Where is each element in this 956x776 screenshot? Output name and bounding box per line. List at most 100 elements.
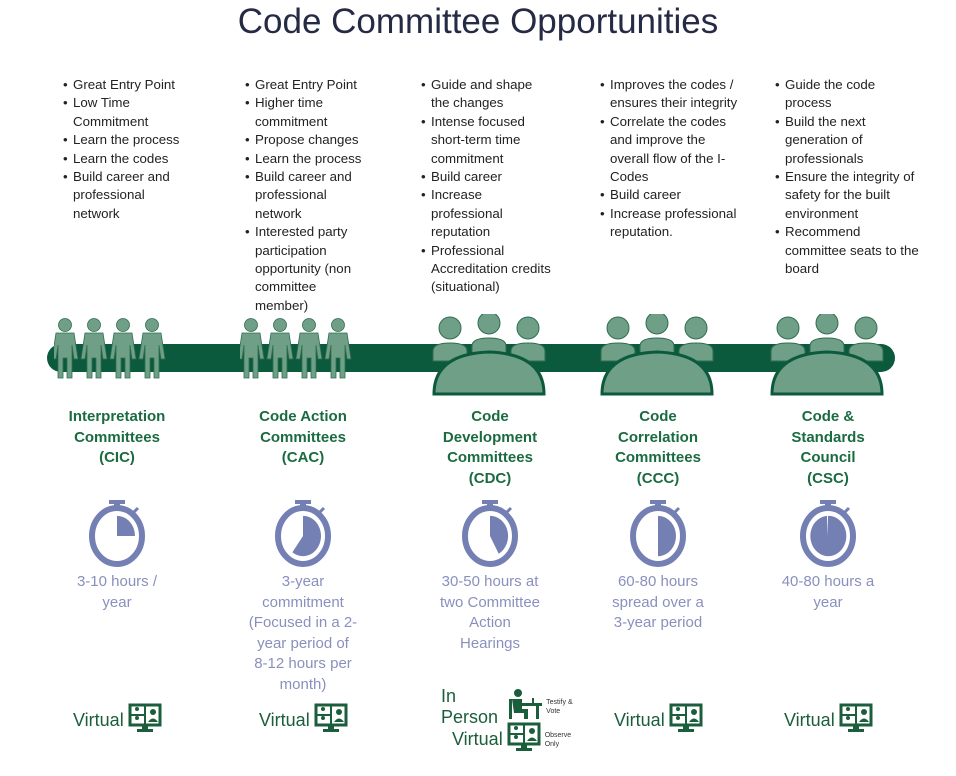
- virtual-meeting-icon: [839, 703, 873, 738]
- page-title: Code Committee Opportunities: [237, 2, 719, 41]
- benefit-item: Recommend committee seats to the board: [775, 223, 920, 278]
- benefits-list: Guide and shape the changesIntense focus…: [421, 76, 551, 297]
- committee-name-line: (CAC): [281, 449, 325, 467]
- stopwatch-icon: [798, 500, 858, 573]
- benefit-item: Propose changes: [245, 131, 373, 150]
- benefit-item: Guide the code process: [775, 76, 920, 113]
- in-person-desk-icon: [508, 688, 543, 726]
- time-commitment: 60-80 hours spread over a 3-year period: [583, 572, 733, 634]
- time-commitment: 40-80 hours a year: [753, 572, 903, 613]
- time-commitment-line: year period of: [257, 634, 349, 652]
- committee-name-line: (CIC): [99, 449, 135, 467]
- participation-mode: In Person Testify & Vote: [441, 686, 574, 728]
- stopwatch-icon: [628, 500, 688, 573]
- mode-label: In Person: [441, 686, 499, 727]
- time-commitment-line: spread over a: [612, 593, 704, 611]
- time-commitment-line: commitment: [262, 593, 344, 611]
- timer-fill: [292, 515, 321, 557]
- benefit-item: Learn the process: [63, 131, 193, 150]
- mode-label: Virtual: [73, 710, 124, 730]
- benefit-item: Professional Accreditation credits (situ…: [421, 242, 551, 297]
- committee-name-line: Code &: [801, 408, 855, 425]
- timer-fill: [117, 515, 135, 536]
- benefit-item: Build career and professional network: [63, 168, 193, 223]
- stopwatch-icon: [87, 500, 147, 573]
- mode-label: Virtual: [259, 710, 310, 730]
- committee-name-line: (CCC): [636, 469, 680, 487]
- virtual-meeting-icon: [669, 703, 703, 738]
- committee-name-line: Code: [471, 408, 509, 425]
- committee-name-line: Correlation: [617, 428, 698, 446]
- time-commitment-line: year: [102, 593, 132, 611]
- committee-name-line: Development: [442, 428, 538, 446]
- benefits-list: Guide the code processBuild the next gen…: [775, 76, 920, 278]
- benefits-list: Improves the codes / ensures their integ…: [600, 76, 740, 242]
- time-commitment-line: 8-12 hours per: [254, 655, 352, 673]
- virtual-meeting-icon: [507, 722, 541, 757]
- virtual-meeting-icon: [314, 703, 348, 738]
- committee-name-line: (CSC): [807, 469, 849, 487]
- stopwatch-icon: [273, 500, 333, 573]
- committee-name-line: Code: [639, 408, 677, 425]
- time-commitment-line: 3-year period: [613, 614, 703, 632]
- benefit-item: Build the next generation of professiona…: [775, 113, 920, 168]
- benefit-item: Great Entry Point: [63, 76, 193, 95]
- virtual-meeting-icon: [128, 703, 162, 738]
- time-commitment-line: 40-80 hours a: [781, 573, 875, 590]
- time-commitment-line: 3-year: [281, 573, 325, 590]
- mode-label: Virtual: [784, 710, 835, 730]
- benefits-list: Great Entry PointLow Time CommitmentLear…: [63, 76, 193, 223]
- benefit-item: Great Entry Point: [245, 76, 373, 95]
- committee-name-line: Standards: [791, 428, 865, 446]
- table-meeting-icon: [600, 311, 716, 401]
- stopwatch-icon: [460, 500, 520, 573]
- time-commitment-line: year: [813, 593, 843, 611]
- participation-mode: Virtual: [73, 703, 162, 738]
- benefit-item: Increase professional reputation.: [600, 205, 740, 242]
- benefit-item: Intense focused short-term time commitme…: [421, 113, 551, 168]
- participation-mode: Virtual: [784, 703, 873, 738]
- committee-name-line: Council: [800, 449, 856, 467]
- benefit-item: Learn the process: [245, 150, 373, 169]
- table-meeting-icon: [432, 311, 548, 401]
- committee-name-line: (CDC): [468, 469, 512, 487]
- time-commitment-line: 60-80 hours: [617, 573, 699, 590]
- benefit-item: Increase professional reputation: [421, 186, 551, 241]
- time-commitment-line: two Committee: [439, 593, 541, 611]
- benefit-item: Improves the codes / ensures their integ…: [600, 76, 740, 113]
- committee-name-line: Committees: [447, 449, 533, 467]
- timer-fill: [810, 515, 847, 557]
- time-commitment-line: month): [279, 675, 327, 693]
- benefit-item: Build career: [600, 186, 740, 205]
- time-commitment-line: 30-50 hours at: [441, 573, 539, 590]
- benefit-item: Low Time Commitment: [63, 94, 193, 131]
- participation-mode: Virtual: [614, 703, 703, 738]
- mode-label: Virtual: [452, 729, 503, 749]
- benefit-item: Guide and shape the changes: [421, 76, 551, 113]
- timer-fill: [490, 515, 509, 554]
- mode-label: Virtual: [614, 710, 665, 730]
- time-commitment-line: Hearings: [459, 634, 521, 652]
- committee-name-line: Interpretation: [68, 408, 166, 425]
- people-group-icon: [51, 318, 180, 397]
- people-group-icon: [237, 318, 366, 397]
- benefit-item: Build career: [421, 168, 551, 187]
- participation-mode: Virtual: [259, 703, 348, 738]
- committee-name-line: Code Action: [259, 408, 347, 425]
- benefit-item: Correlate the codes and improve the over…: [600, 113, 740, 187]
- benefit-item: Higher time commitment: [245, 94, 373, 131]
- benefit-item: Learn the codes: [63, 150, 193, 169]
- benefits-list: Great Entry PointHigher time commitmentP…: [245, 76, 373, 315]
- timer-fill: [658, 515, 677, 557]
- mode-note: Testify & Vote: [546, 699, 573, 715]
- time-commitment-line: 3-10 hours /: [76, 573, 158, 590]
- time-commitment-line: Action: [469, 614, 511, 632]
- committee-name-line: Committees: [615, 449, 701, 467]
